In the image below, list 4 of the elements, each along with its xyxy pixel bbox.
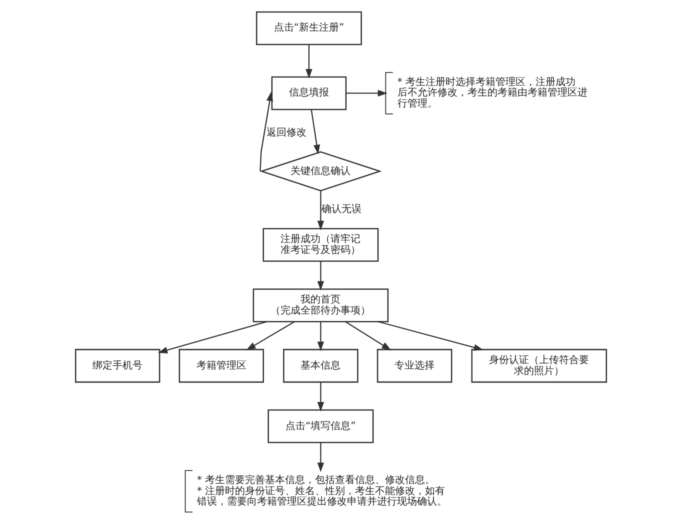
edge-label: 返回修改 xyxy=(266,127,306,138)
node-text: * 考生注册时选择考籍管理区，注册成功后不允许修改，考生的考籍由考籍管理区进行管理。 xyxy=(397,76,588,110)
edge-label: 确认无误 xyxy=(321,204,362,216)
node-text: * 考生需要完善基本信息，包括查看信息、修改信息。 * 注册时的身份证号、姓名、性别，考生不能修改，如有错误，需要向考籍管理区提出修改申请并进行现场确认。 xyxy=(197,474,448,508)
